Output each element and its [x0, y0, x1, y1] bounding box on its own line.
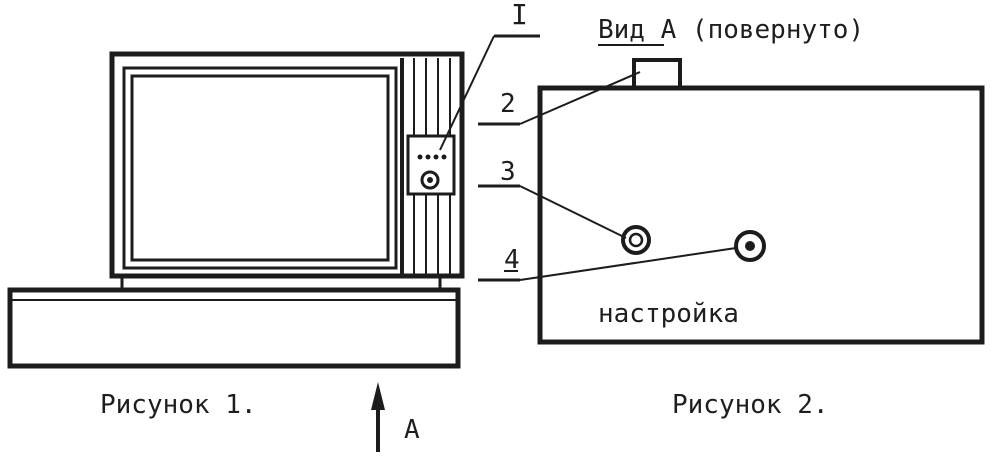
callout-1-leader	[439, 35, 495, 151]
control-block	[406, 134, 456, 196]
callout-3-leader	[519, 185, 627, 239]
panel-top-connector	[632, 58, 682, 90]
view-arrow-up-icon	[371, 382, 385, 452]
figure-1-caption: Рисунок 1.	[100, 390, 257, 420]
figure-2: Вид А (повернуто) 2 3 4 настройка Рисуно…	[478, 15, 985, 420]
figure-1: I Рисунок 1. А	[7, 0, 540, 452]
monitor-screen-bezel	[122, 66, 398, 270]
view-arrow-label: А	[404, 415, 420, 445]
monitor-case	[109, 51, 465, 279]
monitor-screen	[130, 74, 390, 262]
control-knob-icon	[420, 170, 440, 190]
view-a-title: Вид А (повернуто)	[598, 15, 864, 45]
callout-4-label: 4	[504, 245, 520, 275]
callout-3-label: 3	[500, 157, 516, 187]
callout-1-label: I	[511, 0, 528, 31]
knob-3-icon	[621, 225, 651, 255]
figure-2-caption: Рисунок 2.	[672, 390, 829, 420]
rear-panel	[537, 85, 985, 345]
panel-text: настройка	[598, 299, 739, 329]
side-ribs	[400, 58, 451, 274]
callout-4-leader	[519, 247, 737, 281]
callout-2-label: 2	[500, 89, 516, 119]
callout-2-leader	[519, 71, 641, 125]
keyboard	[7, 287, 461, 369]
control-block-leds-icon	[417, 154, 447, 160]
knob-4-icon	[734, 230, 766, 262]
